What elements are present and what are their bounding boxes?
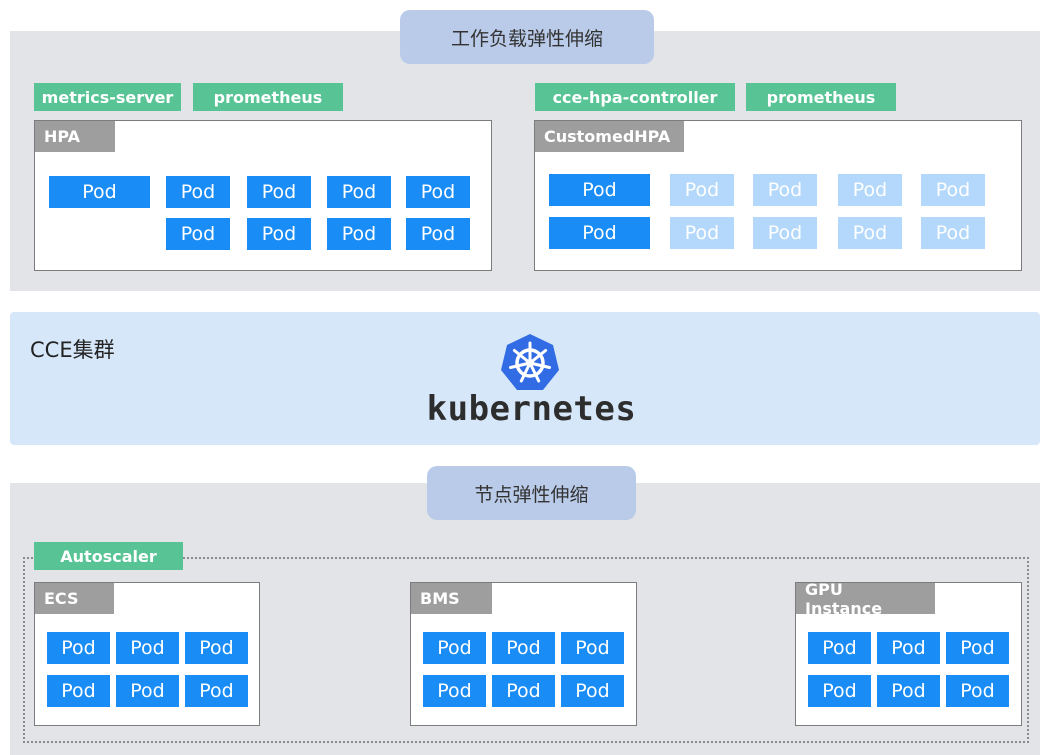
pod: Pod [327, 176, 391, 208]
kubernetes-helm-icon [501, 334, 559, 390]
gpu-instance-label: GPU Instance [796, 580, 935, 618]
pod: Pod [116, 632, 179, 664]
pod-pending: Pod [838, 174, 902, 206]
pod: Pod [166, 218, 230, 250]
pod: Pod [327, 218, 391, 250]
pod-pending: Pod [753, 174, 817, 206]
pod: Pod [49, 176, 150, 208]
pod-pending: Pod [921, 174, 985, 206]
pod: Pod [946, 675, 1009, 707]
pod: Pod [166, 176, 230, 208]
cce-hpa-controller-tag: cce-hpa-controller [535, 83, 735, 111]
pod: Pod [808, 632, 871, 664]
pod: Pod [247, 176, 311, 208]
pod: Pod [877, 632, 940, 664]
autoscaler-group [23, 557, 1029, 743]
pod-pending: Pod [838, 217, 902, 249]
cce-cluster-label: CCE集群 [30, 338, 115, 362]
hpa-label: HPA [35, 121, 115, 152]
prometheus-tag: prometheus [193, 83, 343, 111]
pod-pending: Pod [921, 217, 985, 249]
bms-label: BMS [411, 583, 492, 614]
pod: Pod [47, 675, 110, 707]
customed-hpa-label: CustomedHPA [535, 121, 684, 152]
node-scaling-title: 节点弹性伸缩 [427, 466, 636, 520]
pod: Pod [549, 217, 650, 249]
pod-pending: Pod [670, 217, 734, 249]
pod-pending: Pod [670, 174, 734, 206]
pod: Pod [492, 632, 555, 664]
pod: Pod [406, 218, 470, 250]
kubernetes-wordmark: kubernetes [426, 389, 637, 429]
pod: Pod [47, 632, 110, 664]
ecs-label: ECS [35, 583, 114, 614]
workload-scaling-title: 工作负载弹性伸缩 [400, 10, 654, 64]
prometheus-tag: prometheus [746, 83, 896, 111]
pod: Pod [808, 675, 871, 707]
pod: Pod [423, 632, 486, 664]
pod-pending: Pod [753, 217, 817, 249]
pod: Pod [423, 675, 486, 707]
pod: Pod [406, 176, 470, 208]
metrics-server-tag: metrics-server [34, 83, 181, 111]
pod: Pod [946, 632, 1009, 664]
pod: Pod [492, 675, 555, 707]
pod: Pod [116, 675, 179, 707]
autoscaler-tag: Autoscaler [34, 542, 183, 570]
pod: Pod [877, 675, 940, 707]
pod: Pod [247, 218, 311, 250]
pod: Pod [185, 675, 248, 707]
pod: Pod [185, 632, 248, 664]
pod: Pod [549, 174, 650, 206]
pod: Pod [561, 632, 624, 664]
pod: Pod [561, 675, 624, 707]
